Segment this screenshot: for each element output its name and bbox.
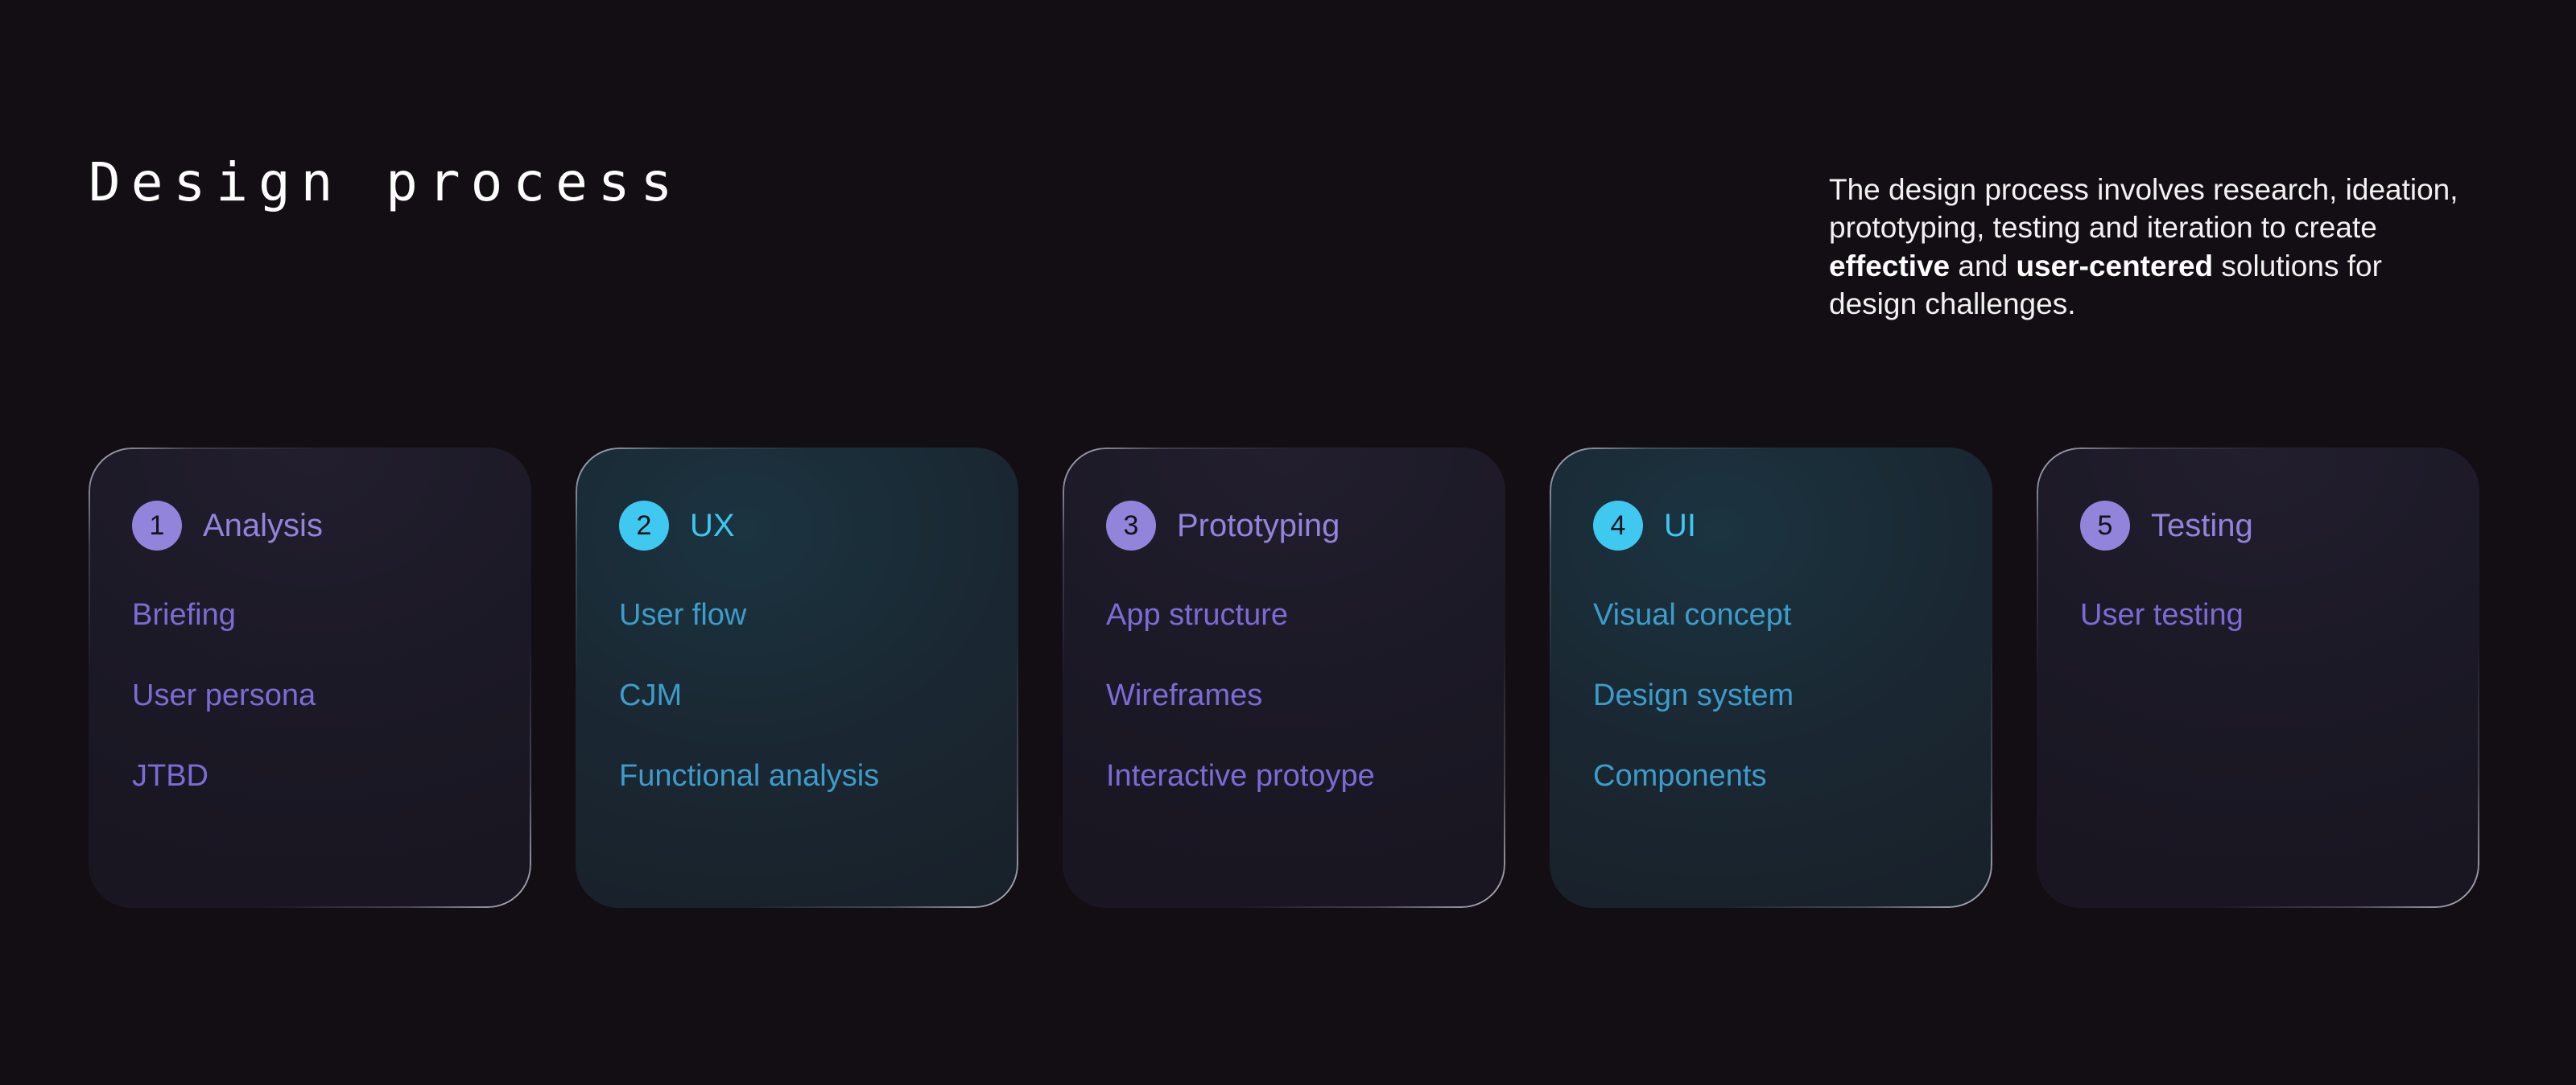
- list-item[interactable]: User testing: [2080, 598, 2244, 632]
- card-header: 1 Analysis: [132, 501, 531, 551]
- card-header: 3 Prototyping: [1106, 501, 1505, 551]
- card-title: Analysis: [203, 507, 323, 543]
- list-item[interactable]: Briefing: [132, 598, 236, 632]
- list-item[interactable]: Components: [1593, 759, 1767, 793]
- card-title: Testing: [2151, 507, 2253, 543]
- card-header: 4 UI: [1593, 501, 1992, 551]
- intro-paragraph: The design process involves research, id…: [1829, 171, 2465, 323]
- card-title: UI: [1664, 507, 1696, 543]
- intro-emphasis: user-centered: [2016, 249, 2214, 283]
- intro-emphasis: effective: [1829, 249, 1951, 283]
- intro-text-run: and: [1950, 249, 2017, 283]
- step-number-badge: 2: [619, 501, 669, 551]
- card-item-list: User testing: [2080, 600, 2479, 630]
- step-number-badge: 5: [2080, 501, 2130, 551]
- intro-text-run: The design process involves research, id…: [1829, 173, 2458, 245]
- page-title: Design process: [89, 151, 683, 213]
- card-header: 5 Testing: [2080, 501, 2479, 551]
- list-item[interactable]: User flow: [619, 598, 747, 632]
- list-item[interactable]: Visual concept: [1593, 598, 1792, 632]
- step-number-badge: 1: [132, 501, 182, 551]
- list-item[interactable]: CJM: [619, 679, 683, 712]
- list-item[interactable]: Design system: [1593, 679, 1794, 712]
- card-header: 2 UX: [619, 501, 1018, 551]
- list-item[interactable]: User persona: [132, 679, 316, 712]
- page-header: Design process The design process involv…: [0, 0, 2576, 378]
- step-number-badge: 4: [1593, 501, 1643, 551]
- card-title: UX: [690, 507, 735, 543]
- list-item[interactable]: Wireframes: [1106, 679, 1263, 712]
- list-item[interactable]: Functional analysis: [619, 759, 880, 793]
- card-title: Prototyping: [1177, 507, 1340, 543]
- list-item[interactable]: Interactive protoype: [1106, 759, 1375, 793]
- list-item[interactable]: JTBD: [132, 759, 208, 793]
- step-number-badge: 3: [1106, 501, 1156, 551]
- list-item[interactable]: App structure: [1106, 598, 1288, 632]
- intro-text-run: solutions for design challenges.: [1829, 249, 2382, 321]
